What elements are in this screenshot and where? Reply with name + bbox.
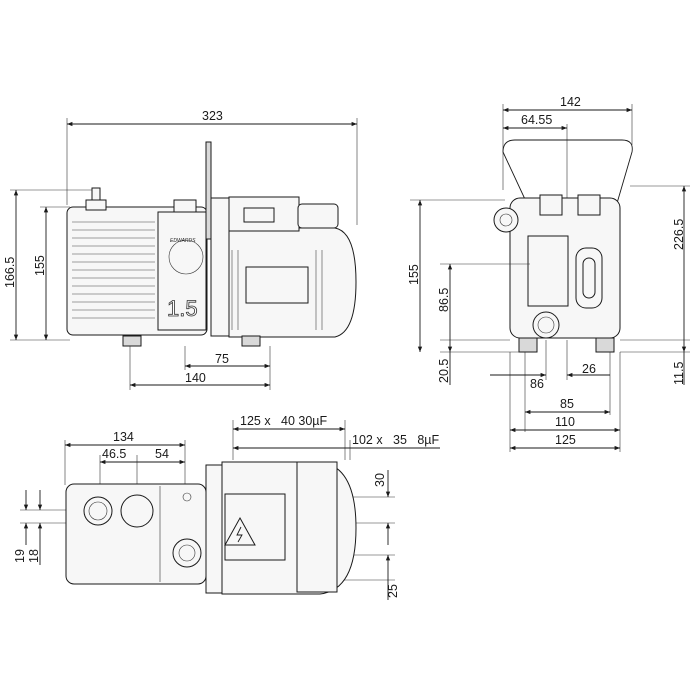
dim-offset-86: 86 — [530, 377, 544, 391]
dim-handle-offset: 64.55 — [521, 113, 552, 127]
dim-length-46-5: 46.5 — [102, 447, 126, 461]
model-label: 1.5 — [167, 296, 198, 321]
dim-base-height: 20.5 — [437, 359, 451, 383]
dim-overall-length: 323 — [202, 109, 223, 123]
dim-handle-width: 142 — [560, 95, 581, 109]
dim-18: 18 — [27, 549, 41, 563]
end-sight-glass — [532, 311, 560, 339]
dim-foot-offset: 75 — [215, 352, 229, 366]
electrical-warning-icon — [224, 516, 256, 546]
foot-rear — [241, 335, 261, 347]
carry-handle — [205, 141, 212, 240]
dim-body-height: 155 — [33, 255, 47, 276]
dim-offset-26: 26 — [582, 362, 596, 376]
top-inlet-port — [83, 496, 113, 526]
inlet-port — [85, 199, 107, 211]
dim-overall-height: 166.5 — [3, 257, 17, 288]
brand-label: EDWARDS — [170, 238, 196, 244]
foot-front — [122, 335, 142, 347]
dim-width-125: 125 — [555, 433, 576, 447]
motor-option-1: 125 x 40 30µF — [240, 414, 327, 428]
motor-ribs — [231, 250, 323, 330]
dim-30: 30 — [373, 473, 387, 487]
end-view: 142 64.55 226.5 11.5 155 86.5 — [407, 95, 690, 452]
motor-option-2: 102 x 35 8µF — [352, 433, 439, 447]
dim-end-overall-height: 226.5 — [672, 219, 686, 250]
end-handle — [502, 139, 633, 211]
dim-outlet-height: 86.5 — [437, 288, 451, 312]
dim-19: 19 — [13, 549, 27, 563]
side-view: 323 166.5 155 EDWARDS 1.5 — [3, 109, 358, 390]
dim-foot-height: 11.5 — [672, 362, 686, 385]
dim-25: 25 — [386, 584, 400, 598]
cooling-fins — [72, 221, 155, 319]
dim-length-54: 54 — [155, 447, 169, 461]
dim-length-134: 134 — [113, 430, 134, 444]
dim-foot-spacing: 140 — [185, 371, 206, 385]
dim-width-110: 110 — [555, 415, 575, 429]
top-exhaust-port — [172, 538, 202, 568]
dim-width-85: 85 — [560, 397, 574, 411]
top-view: 134 46.5 54 125 x 40 30µF 102 x 35 8µF 3… — [13, 414, 440, 600]
dim-axis-height: 155 — [407, 264, 421, 285]
